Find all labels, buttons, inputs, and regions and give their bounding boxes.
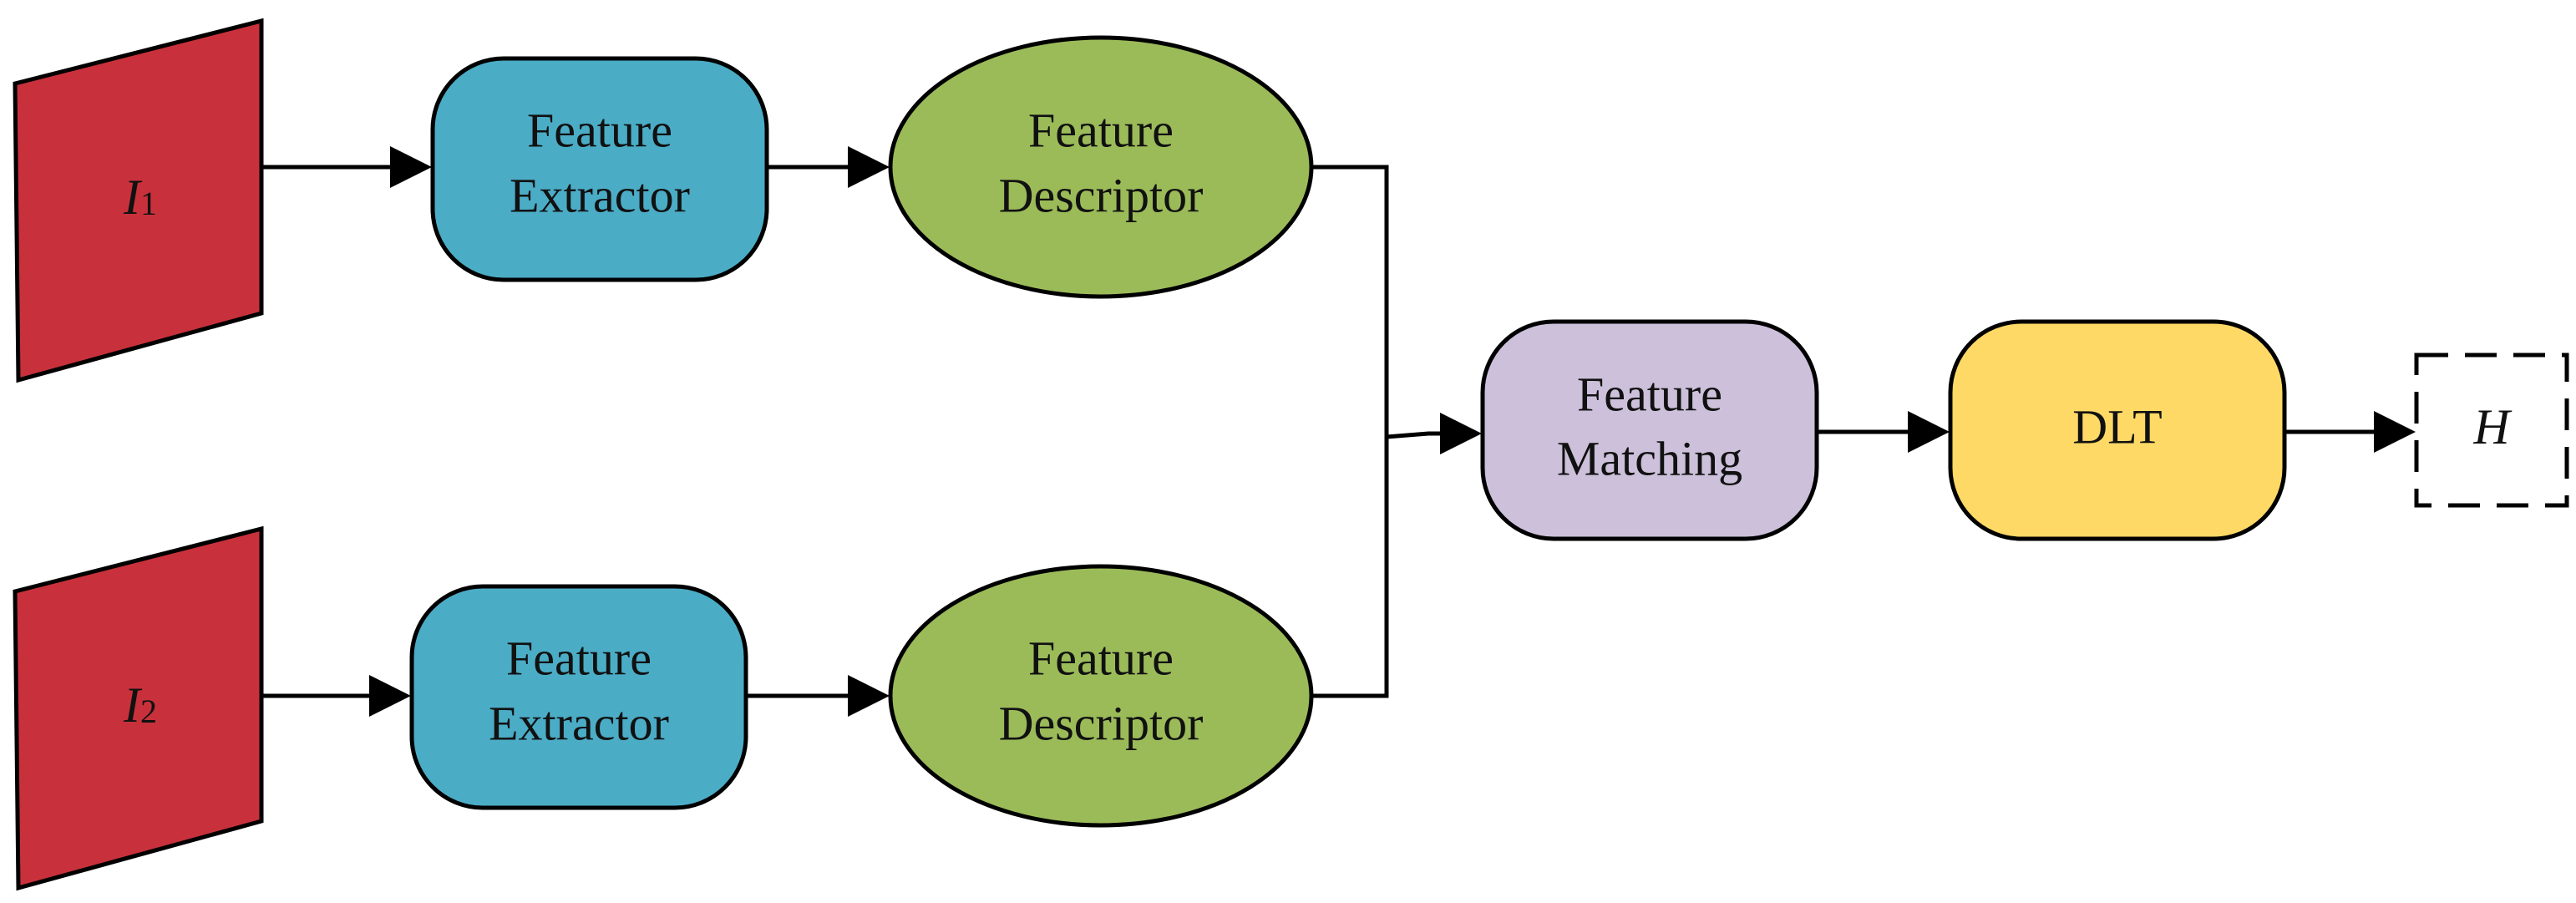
feature-extractor-top-line2: Extractor: [510, 168, 690, 222]
feature-extractor-top: Feature Extractor: [430, 56, 769, 282]
feature-extractor-bottom-line1: Feature: [506, 631, 652, 685]
input-image-1-label: I1: [123, 170, 157, 225]
feature-matching-line1: Feature: [1577, 367, 1722, 421]
connector-descriptor-top-to-junction: [1311, 165, 1389, 698]
output-h-box: [2414, 353, 2569, 508]
feature-descriptor-bottom-line1: Feature: [1028, 631, 1174, 685]
input-image-1-letter: I: [123, 170, 143, 225]
input-image-2-subscript: 2: [140, 692, 157, 730]
feature-matching: Feature Matching: [1480, 319, 1819, 541]
input-image-1-shape: [13, 18, 264, 383]
input-image-2-label: I2: [123, 677, 157, 733]
connectors: [261, 146, 2416, 717]
feature-extractor-top-line1: Feature: [527, 103, 672, 157]
dlt-label: DLT: [2072, 399, 2162, 454]
feature-matching-line2: Matching: [1557, 431, 1742, 485]
feature-descriptor-top: Feature Descriptor: [888, 35, 1314, 299]
feature-extractor-bottom-line2: Extractor: [489, 696, 669, 750]
output-h-label: H: [2472, 399, 2513, 454]
feature-descriptor-bottom: Feature Descriptor: [888, 564, 1314, 828]
input-image-2-letter: I: [123, 677, 143, 733]
feature-descriptor-top-line1: Feature: [1028, 103, 1174, 157]
feature-descriptor-bottom-line2: Descriptor: [999, 696, 1204, 750]
input-image-1-subscript: 1: [140, 185, 157, 222]
arrow-junction-to-matching: [1386, 413, 1482, 454]
dlt-block: DLT: [1948, 319, 2287, 541]
input-image-1: I1: [13, 18, 264, 383]
input-image-2-shape: [13, 525, 264, 891]
input-image-2: I2: [13, 525, 264, 891]
feature-descriptor-top-line2: Descriptor: [999, 168, 1204, 222]
output-h: H: [2414, 353, 2569, 508]
feature-matching-box: [1480, 319, 1819, 541]
feature-descriptor-top-ellipse: [888, 35, 1314, 299]
feature-extractor-bottom: Feature Extractor: [409, 584, 748, 810]
